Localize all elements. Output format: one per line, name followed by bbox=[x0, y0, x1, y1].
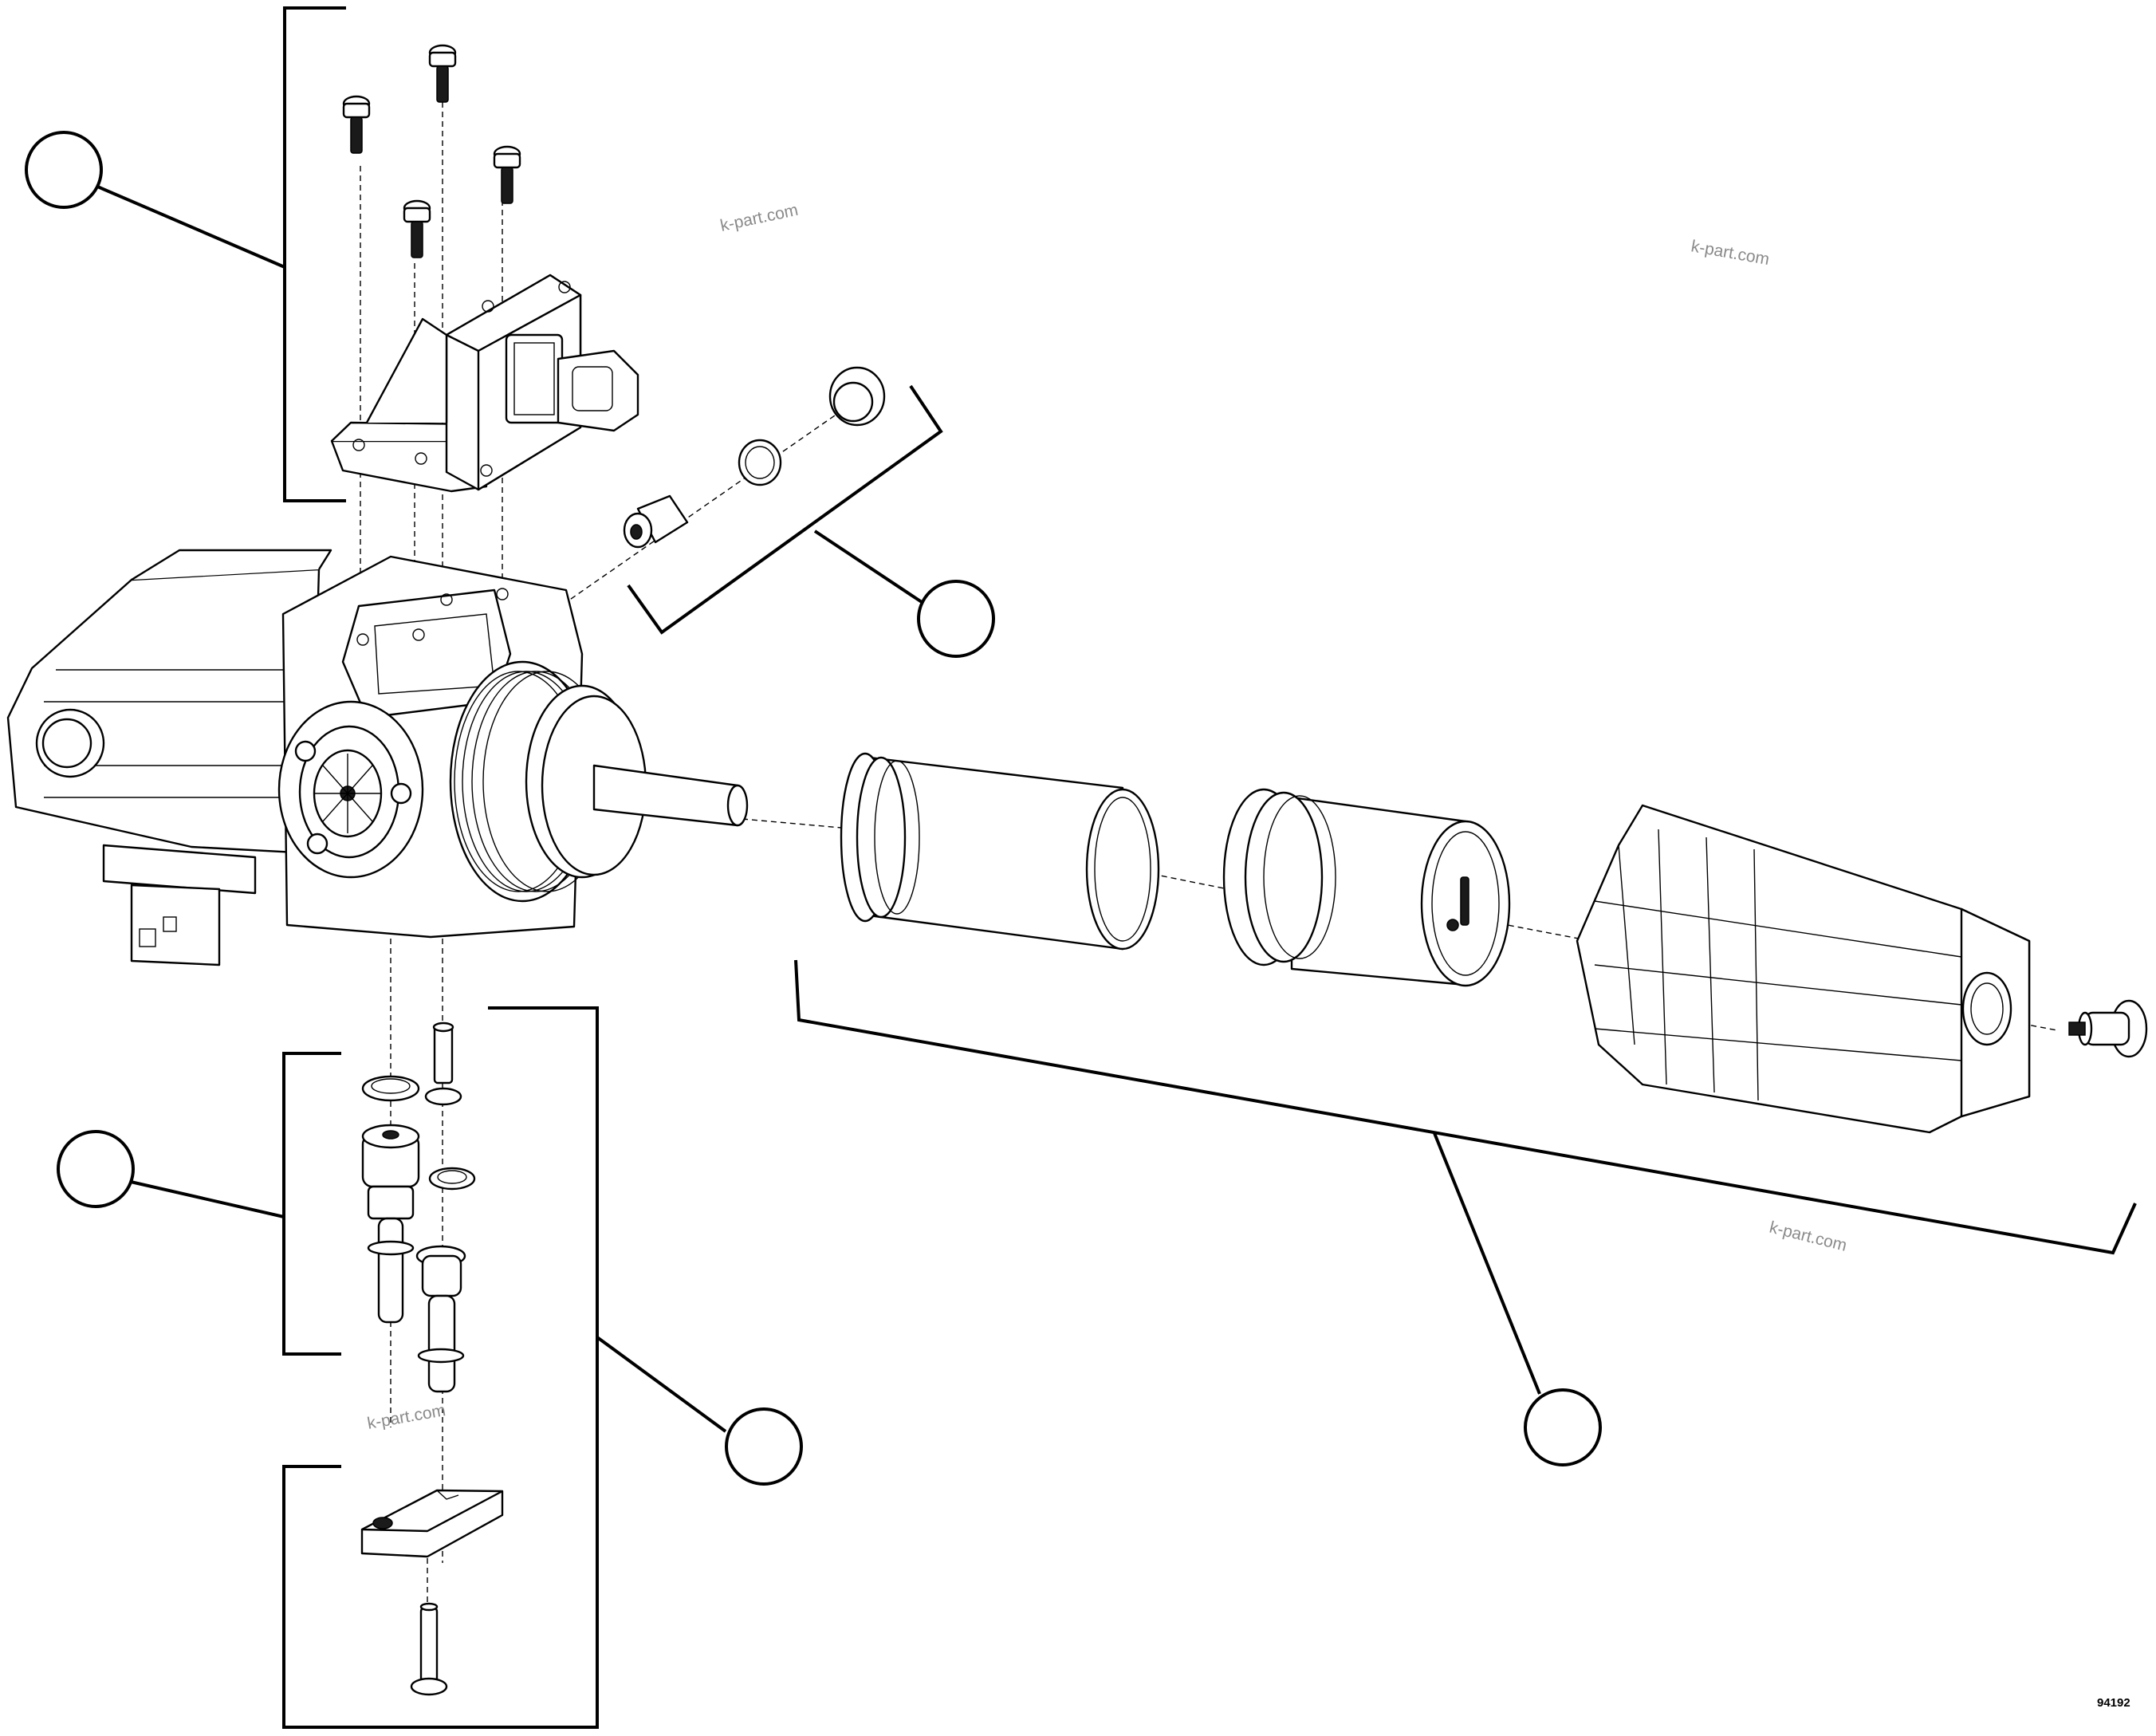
filter-element bbox=[840, 752, 1160, 951]
leader-callout-4 bbox=[130, 1180, 285, 1218]
callout-5[interactable] bbox=[725, 1407, 803, 1486]
watermark-2: k-part.com bbox=[1690, 237, 1771, 269]
drain-plug bbox=[2068, 999, 2148, 1058]
lower-check-valve bbox=[424, 1022, 462, 1106]
lower-o-ring-2 bbox=[428, 1167, 476, 1191]
pump-motor-housing bbox=[6, 549, 332, 966]
fitting-nipple bbox=[623, 494, 689, 549]
callout-1[interactable] bbox=[25, 131, 103, 209]
watermark-1: k-part.com bbox=[718, 201, 800, 235]
callout-2[interactable] bbox=[917, 580, 995, 658]
lower-valve-body-1 bbox=[361, 1124, 420, 1324]
lower-pin bbox=[410, 1602, 448, 1696]
watermark-4: k-part.com bbox=[366, 1401, 447, 1433]
leader-callout-3 bbox=[1433, 1132, 1541, 1395]
mounting-screw-2 bbox=[342, 95, 371, 154]
bracket-fitting-assembly bbox=[627, 384, 943, 635]
fitting-o-ring bbox=[738, 439, 782, 486]
watermark-3: k-part.com bbox=[1768, 1218, 1849, 1255]
bracket-valve-assembly-large bbox=[488, 1006, 599, 1729]
callout-4[interactable] bbox=[57, 1130, 135, 1208]
leader-callout-2 bbox=[813, 529, 928, 607]
mounting-screw-3 bbox=[493, 145, 521, 204]
figure-number: 94192 bbox=[2097, 1696, 2130, 1710]
lower-o-ring-1 bbox=[361, 1075, 420, 1102]
filter-insert bbox=[1222, 788, 1511, 987]
lower-valve-body-2 bbox=[415, 1245, 466, 1393]
sensor-module bbox=[330, 274, 639, 493]
fitting-plug bbox=[828, 366, 886, 427]
pump-impeller-cover bbox=[277, 700, 424, 879]
callout-3[interactable] bbox=[1524, 1388, 1602, 1466]
filter-housing-bowl bbox=[1576, 804, 2031, 1134]
mounting-screw-1 bbox=[428, 44, 457, 103]
leader-callout-1 bbox=[95, 184, 285, 269]
bracket-sensor-assembly bbox=[283, 6, 346, 502]
clamp-plate bbox=[360, 1489, 504, 1558]
pump-shaft bbox=[592, 764, 749, 827]
leader-callout-5 bbox=[596, 1336, 727, 1433]
bracket-valve-assembly-small bbox=[282, 1052, 341, 1356]
bracket-filter-assembly bbox=[794, 959, 2137, 1255]
bracket-clamp-plate bbox=[282, 1465, 488, 1729]
mounting-screw-4 bbox=[403, 199, 431, 258]
